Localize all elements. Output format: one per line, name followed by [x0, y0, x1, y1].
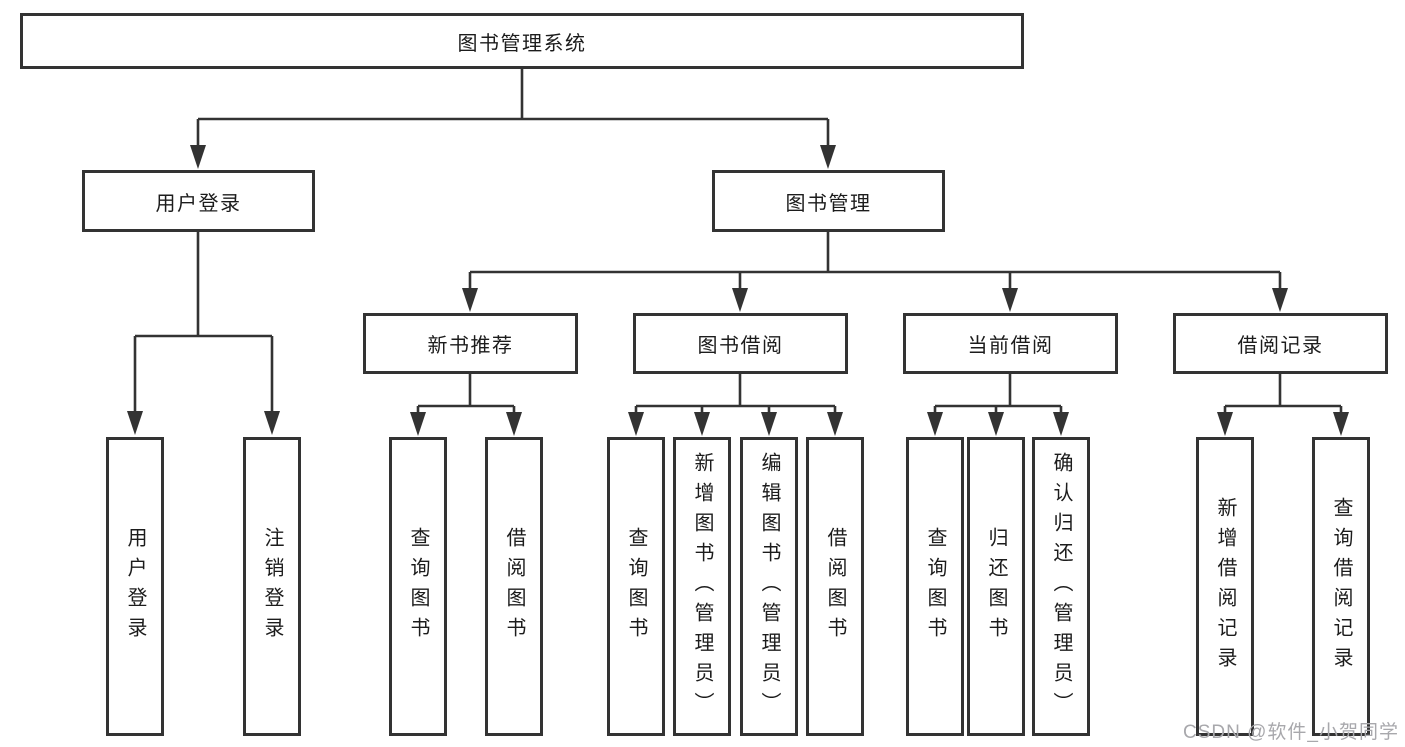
leaf-confirm-return-admin-label: 确认归还（管理员） — [1050, 451, 1072, 722]
leaf-add-borrow-record-label: 新增借阅记录 — [1214, 496, 1236, 677]
node-borrow-record: 借阅记录 — [1173, 313, 1388, 374]
leaf-edit-book-admin-label: 编辑图书（管理员） — [758, 451, 780, 722]
leaf-add-book-admin-label: 新增图书（管理员） — [691, 451, 713, 722]
leaf-logout-label: 注销登录 — [261, 526, 283, 647]
leaf-return-book: 归还图书 — [967, 437, 1025, 736]
csdn-watermark: CSDN @软件_小贺同学 — [1183, 722, 1399, 743]
leaf-edit-book-admin: 编辑图书（管理员） — [740, 437, 798, 736]
leaf-query-book-borrow: 查询图书 — [607, 437, 665, 736]
leaf-query-book-borrow-label: 查询图书 — [625, 526, 647, 647]
leaf-confirm-return-admin: 确认归还（管理员） — [1032, 437, 1090, 736]
node-current-borrow: 当前借阅 — [903, 313, 1118, 374]
leaf-borrow-book-recommend-label: 借阅图书 — [503, 526, 525, 647]
leaf-user-login: 用户登录 — [106, 437, 164, 736]
leaf-borrow-book-label: 借阅图书 — [824, 526, 846, 647]
leaf-user-login-label: 用户登录 — [124, 526, 146, 647]
node-user-login-branch: 用户登录 — [82, 170, 315, 232]
node-book-management-branch: 图书管理 — [712, 170, 945, 232]
leaf-query-book-recommend: 查询图书 — [389, 437, 447, 736]
leaf-query-book-current: 查询图书 — [906, 437, 964, 736]
node-book-borrow: 图书借阅 — [633, 313, 848, 374]
leaf-add-book-admin: 新增图书（管理员） — [673, 437, 731, 736]
leaf-borrow-book-recommend: 借阅图书 — [485, 437, 543, 736]
leaf-add-borrow-record: 新增借阅记录 — [1196, 437, 1254, 736]
leaf-borrow-book: 借阅图书 — [806, 437, 864, 736]
node-root-system: 图书管理系统 — [20, 13, 1024, 69]
leaf-query-borrow-record: 查询借阅记录 — [1312, 437, 1370, 736]
leaf-logout: 注销登录 — [243, 437, 301, 736]
leaf-query-borrow-record-label: 查询借阅记录 — [1330, 496, 1352, 677]
leaf-query-book-recommend-label: 查询图书 — [407, 526, 429, 647]
leaf-query-book-current-label: 查询图书 — [924, 526, 946, 647]
node-new-book-recommend: 新书推荐 — [363, 313, 578, 374]
leaf-return-book-label: 归还图书 — [985, 526, 1007, 647]
